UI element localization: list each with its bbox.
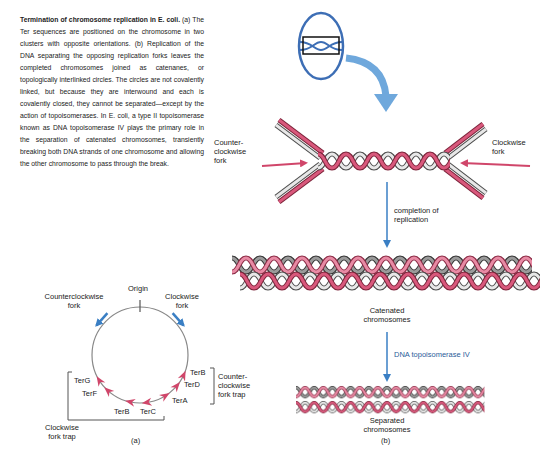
panel-label: (a) bbox=[131, 436, 140, 445]
ter-arrowhead bbox=[102, 384, 115, 397]
chromosome-circle bbox=[92, 307, 188, 403]
replicating-chromosome bbox=[300, 42, 342, 50]
ter-arrowhead bbox=[171, 379, 184, 392]
caption-block: Termination of chromosome replication in… bbox=[20, 14, 204, 170]
replicating-chromosome bbox=[299, 13, 343, 79]
zoom-arrow bbox=[346, 58, 386, 96]
dna-helix bbox=[318, 150, 450, 172]
fork-arrow bbox=[173, 313, 184, 325]
ter-arrowhead bbox=[178, 369, 189, 381]
ter-arrowhead bbox=[93, 374, 105, 387]
ter-arrowhead bbox=[159, 390, 172, 402]
figure-title: Termination of chromosome replication in… bbox=[20, 16, 180, 23]
replicating-chromosome bbox=[300, 42, 342, 50]
dna-helix bbox=[240, 270, 540, 292]
ter-arrowhead bbox=[124, 397, 135, 407]
ter-arrowhead bbox=[141, 398, 152, 407]
zoom-box bbox=[303, 37, 339, 54]
fork-label: Clockwise fork bbox=[492, 138, 532, 156]
fork-arms bbox=[276, 120, 486, 202]
state-label: Catenated chromosomes bbox=[357, 306, 417, 324]
fork-direction-arrow bbox=[462, 163, 530, 166]
fork-label: Counterclockwise fork bbox=[40, 292, 108, 310]
dna-helix bbox=[296, 385, 485, 399]
trap-bracket bbox=[68, 372, 164, 420]
origin-label: Origin bbox=[128, 284, 148, 293]
fork-label: Clockwise fork bbox=[162, 292, 202, 310]
trap-bracket bbox=[210, 368, 214, 404]
zoom-arrow bbox=[374, 94, 398, 112]
enzyme-label: DNA topoisomerase IV bbox=[394, 350, 484, 359]
ter-label: TerF bbox=[82, 389, 97, 398]
fork-arrow bbox=[97, 313, 108, 325]
fork-direction-arrow bbox=[262, 163, 306, 166]
ter-sites bbox=[93, 369, 189, 407]
step-arrow bbox=[386, 332, 388, 380]
figure-caption: (a) The Ter sequences are positioned on … bbox=[20, 16, 204, 167]
trap-label: Clockwise fork trap bbox=[38, 423, 86, 441]
trap-label: Counter- clockwise fork trap bbox=[218, 372, 260, 399]
ter-label: TerD bbox=[184, 380, 200, 389]
ter-label: TerB bbox=[114, 407, 129, 416]
origin-tick bbox=[139, 300, 140, 312]
fork-label: Counter- clockwise fork bbox=[214, 138, 258, 165]
step-label: completion of replication bbox=[394, 206, 450, 224]
panel-label: (b) bbox=[381, 436, 390, 445]
state-label: Separated chromosomes bbox=[357, 416, 417, 434]
ter-label: TerB bbox=[190, 368, 205, 377]
dna-helix bbox=[296, 400, 485, 414]
ter-label: TerC bbox=[140, 407, 156, 416]
step-arrow bbox=[386, 182, 388, 246]
ter-label: TerG bbox=[74, 376, 90, 385]
ter-label: TerA bbox=[172, 396, 187, 405]
